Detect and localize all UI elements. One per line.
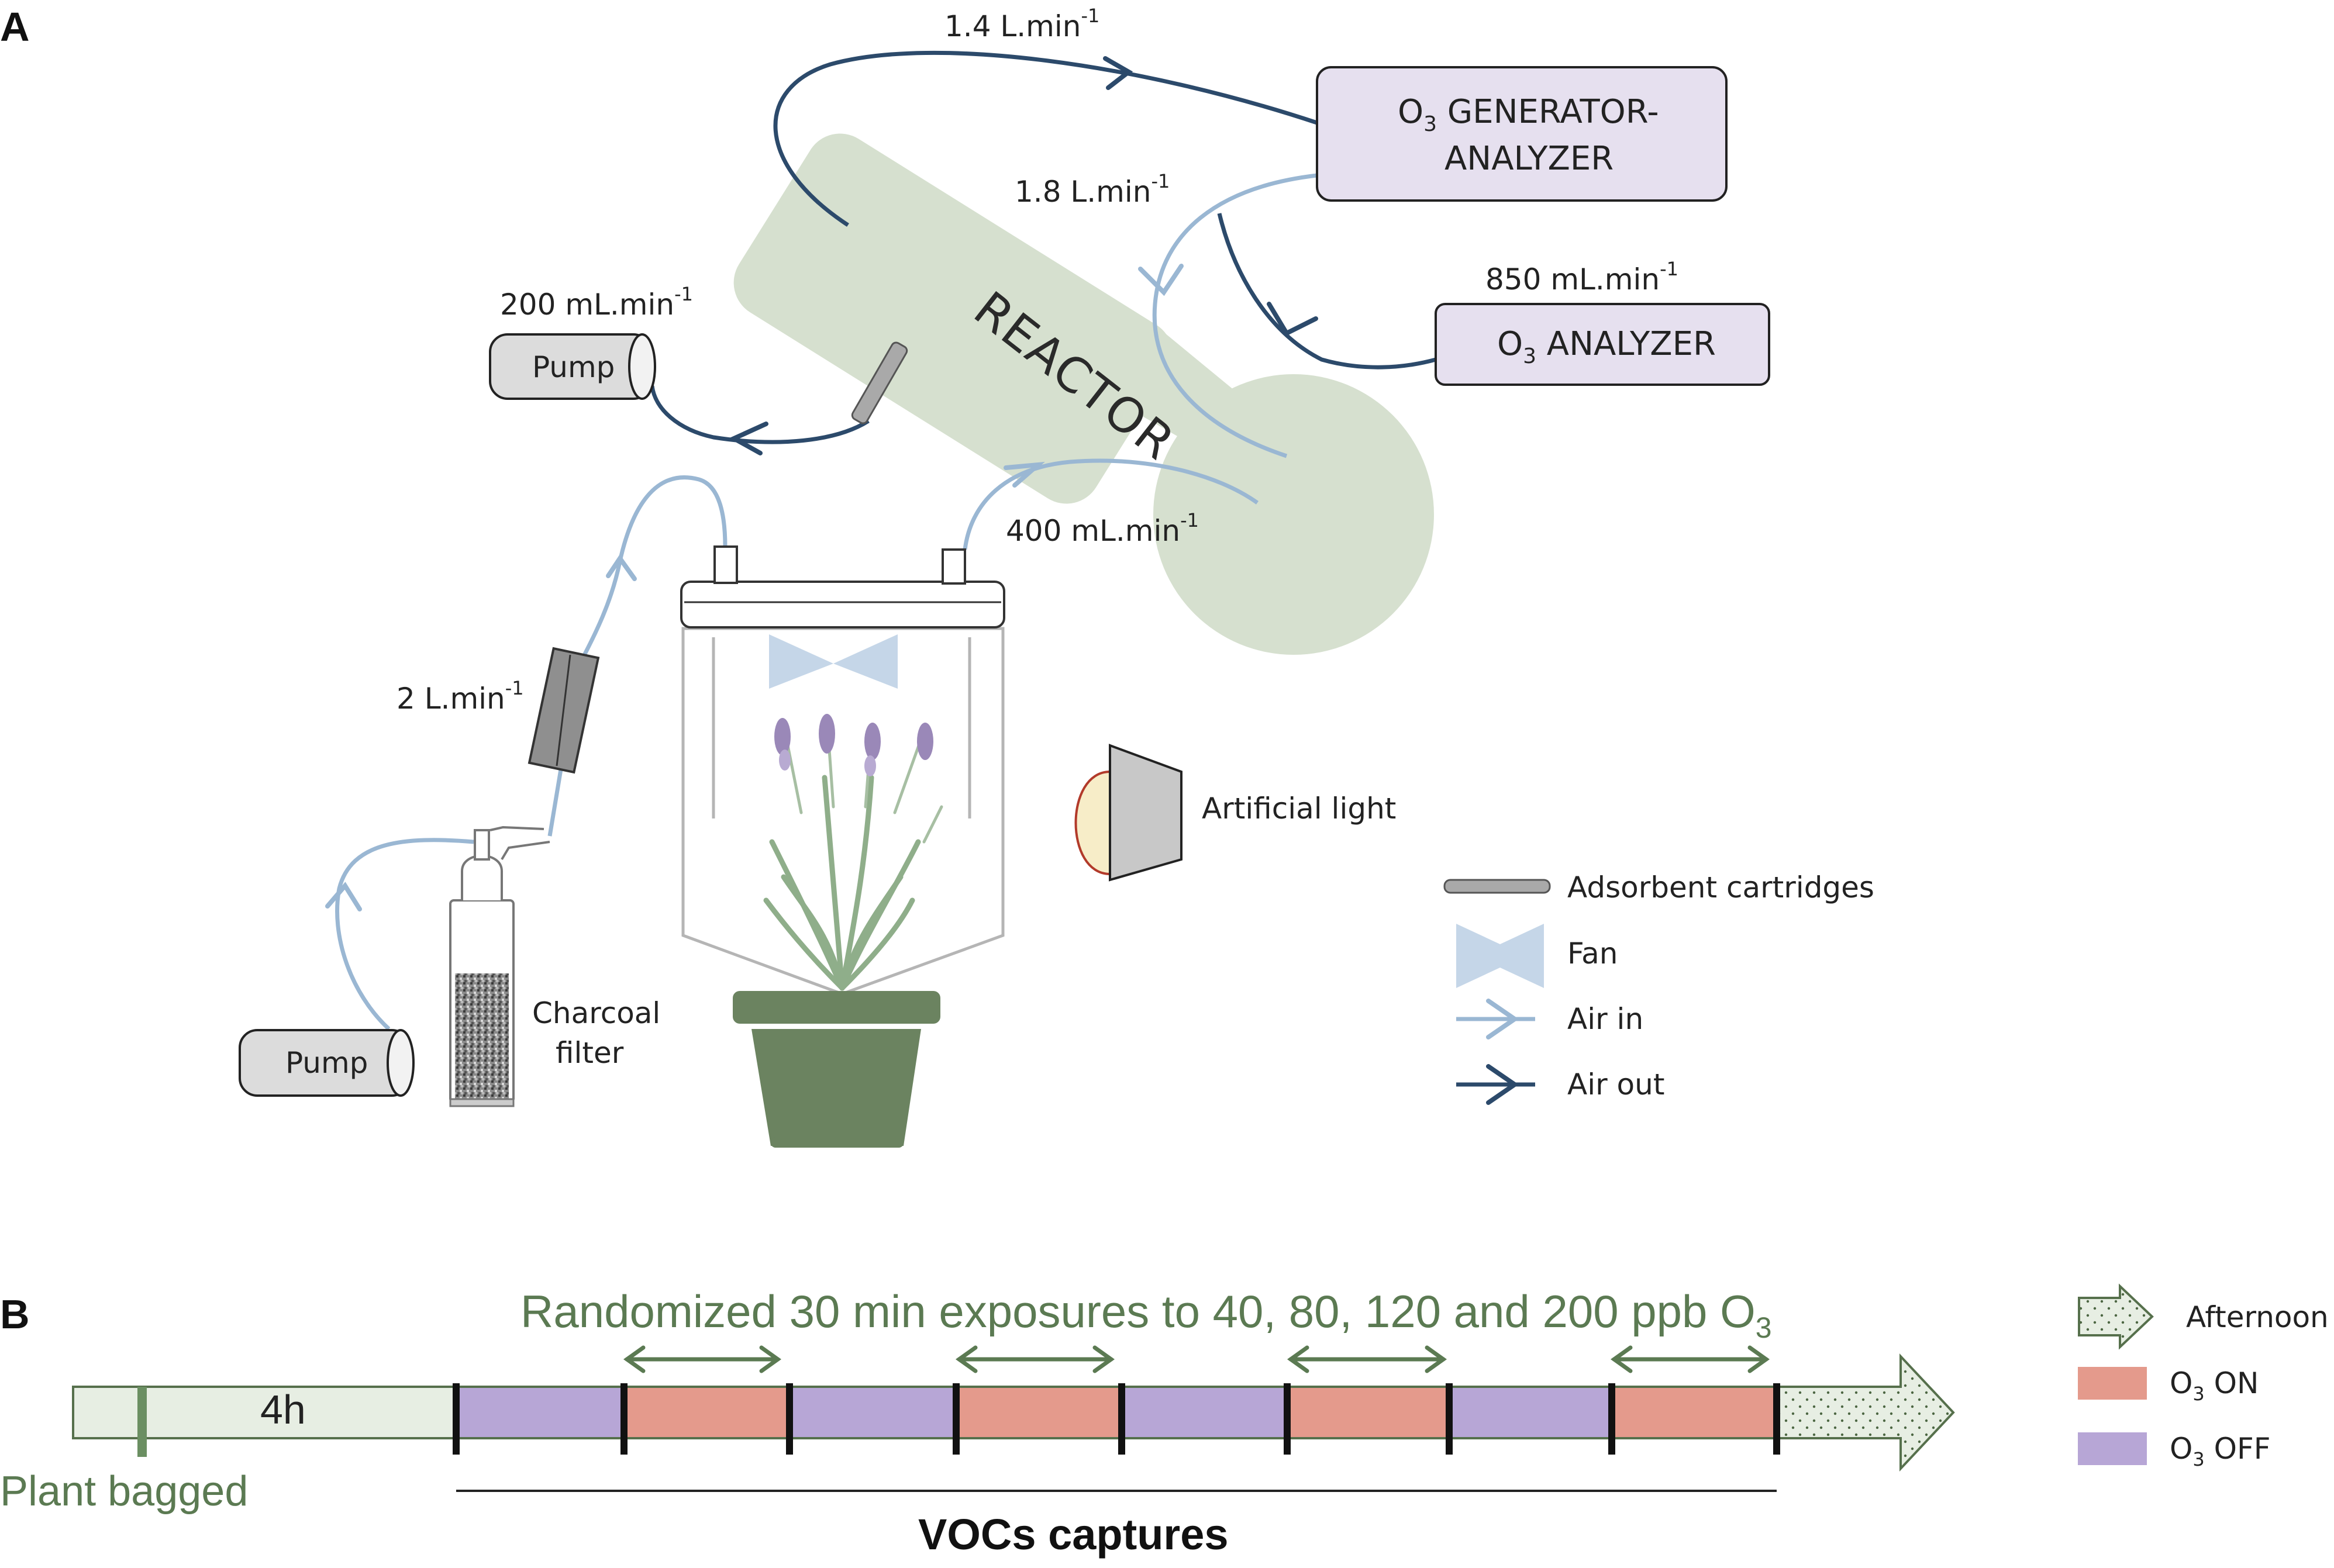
o3-generator-analyzer-box: O3 GENERATOR- ANALYZER — [1316, 66, 1728, 202]
charcoal-filter-label-line2: filter — [556, 1036, 624, 1070]
charcoal-filter — [449, 826, 550, 1107]
legend-adsorbent-icon — [1443, 879, 1551, 894]
legend-air-in-label: Air in — [1567, 1002, 1643, 1036]
arrowhead-in-3 — [606, 554, 637, 581]
arrowhead-in-1 — [1138, 264, 1184, 296]
exposure-arrow-4 — [1610, 1345, 1770, 1373]
arrowhead-out-3 — [729, 422, 768, 455]
timeline-segment-3 — [788, 1386, 957, 1439]
legend-a: Adsorbent cartridges Fan Air in Air out — [1443, 871, 1874, 1105]
reactor: REACTOR — [733, 133, 1434, 655]
arrowhead-out-1 — [1103, 56, 1133, 90]
flow-label-5: 400 mL.min-1 — [1006, 509, 1199, 548]
pump-top-label: Pump — [532, 350, 615, 384]
panel-label-b: B — [0, 1291, 30, 1337]
flow-label-1: 1.4 L.min-1 — [944, 5, 1099, 43]
arrowhead-out-2 — [1267, 302, 1318, 337]
air-out-arrowheads — [729, 56, 1318, 455]
jar-lid — [680, 581, 1005, 628]
flow-label-3: 850 mL.min-1 — [1485, 258, 1678, 296]
exposure-arrows — [623, 1345, 1770, 1373]
timeline-segment-2 — [623, 1386, 791, 1439]
legend-air-out-label: Air out — [1567, 1068, 1664, 1101]
charcoal-filter-label-line1: Charcoal — [532, 996, 660, 1030]
legend-afternoon-icon — [2078, 1283, 2154, 1350]
plant-jar — [680, 545, 1005, 996]
o3-analyzer-label: O3 ANALYZER — [1497, 325, 1716, 368]
legend-air-in-arrowhead — [1486, 999, 1519, 1039]
artificial-light — [1074, 744, 1182, 882]
artificial-light-label: Artificial light — [1202, 792, 1396, 826]
air-in-arrowheads — [325, 264, 1184, 911]
legend-off-swatch — [2078, 1432, 2147, 1465]
reactor-neck — [1099, 327, 1257, 462]
o3-generator-line1: O3 GENERATOR- — [1398, 93, 1659, 136]
vocs-captures-label: VOCs captures — [918, 1510, 1229, 1559]
panel-label-a: A — [0, 4, 30, 50]
flow-label-4: 200 mL.min-1 — [500, 283, 693, 322]
legend-on-label: O3 ON — [2170, 1366, 2259, 1405]
air-in-tube-jar-to-reactor — [963, 458, 1259, 550]
air-in-lines — [335, 173, 1318, 1031]
air-out-tube-generator-to-analyzer — [1217, 213, 1436, 369]
timeline-segment-7 — [1448, 1386, 1613, 1439]
timeline-segment-5 — [1121, 1386, 1288, 1439]
jar-fan — [769, 634, 898, 689]
legend-off-label: O3 OFF — [2170, 1432, 2271, 1470]
adsorbent-cartridge-reactor — [851, 341, 908, 424]
timeline-ticks — [453, 1383, 1780, 1455]
flow-label-6: 2 L.min-1 — [397, 677, 524, 716]
plant-pot — [733, 991, 940, 1148]
timeline-afternoon-arrow — [1776, 1353, 1955, 1472]
timeline-segment-6 — [1286, 1386, 1450, 1439]
timeline-segment-4 — [955, 1386, 1123, 1439]
air-in-tube-filter-to-jar — [559, 475, 728, 703]
exposure-arrow-3 — [1287, 1345, 1447, 1373]
o3-analyzer-box: O3 ANALYZER — [1435, 303, 1770, 386]
legend-adsorbent-label: Adsorbent cartridges — [1567, 871, 1874, 904]
timeline-segment-8 — [1611, 1386, 1778, 1439]
timeline-pre-period — [72, 1386, 457, 1439]
arrowhead-in-2 — [1004, 461, 1045, 488]
lavender-plant — [763, 714, 943, 991]
air-out-lines — [650, 50, 1436, 444]
legend-b: Afternoon O3 ON O3 OFF — [2078, 1283, 2329, 1470]
pump-bottom-label: Pump — [285, 1046, 368, 1080]
timeline-title: Randomized 30 min exposures to 40, 80, 1… — [520, 1286, 1772, 1344]
pump-top: Pump — [489, 333, 656, 400]
air-in-tube-pump-to-filter — [335, 838, 474, 1031]
reactor-body — [733, 133, 1173, 504]
exposure-arrow-1 — [623, 1345, 782, 1373]
air-in-tube-generator-to-reactor — [1152, 173, 1318, 458]
jar-body — [681, 627, 1005, 996]
timeline-segment-1 — [455, 1386, 625, 1439]
legend-fan-label: Fan — [1567, 937, 1618, 970]
plant-bagged-label: Plant bagged — [0, 1468, 248, 1515]
legend-air-out-arrowhead — [1486, 1064, 1519, 1105]
jar-port-outlet — [942, 548, 966, 585]
timeline-segments — [455, 1386, 1778, 1439]
flow-label-2: 1.8 L.min-1 — [1015, 170, 1170, 209]
air-out-tube-reactor-to-pump — [650, 385, 870, 444]
legend-on-swatch — [2078, 1367, 2147, 1400]
o3-generator-line2: ANALYZER — [1444, 140, 1614, 178]
legend-fan-icon — [1456, 924, 1544, 988]
exposure-arrow-2 — [955, 1345, 1115, 1373]
air-out-tube-generator-to-reactor — [773, 50, 1318, 227]
arrowhead-in-4 — [325, 882, 362, 911]
timeline-pre-label: 4h — [260, 1387, 306, 1432]
pump-bottom: Pump — [239, 1029, 415, 1097]
air-in-tube-filter-to-cartridge — [547, 765, 564, 837]
jar-port-inlet — [713, 545, 738, 584]
legend-afternoon-label: Afternoon — [2186, 1300, 2329, 1334]
